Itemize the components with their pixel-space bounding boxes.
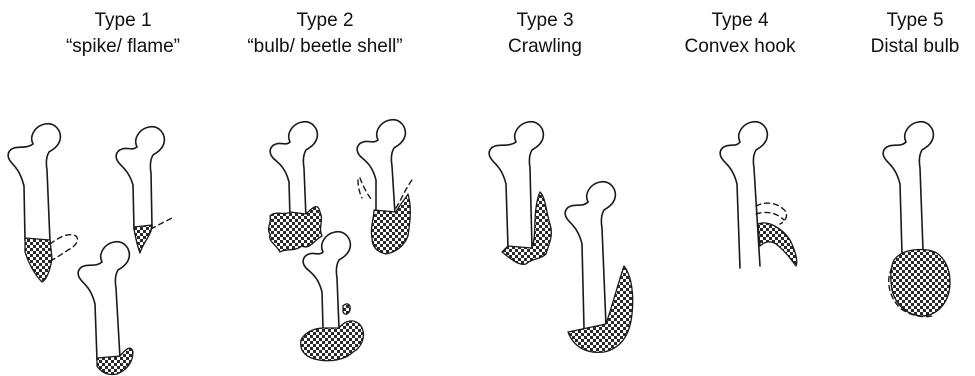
type-1-femur-b (116, 127, 174, 253)
type-4-femur (720, 122, 797, 268)
type-2-femur-b (357, 120, 412, 254)
type-5-femur (883, 122, 950, 317)
type-3-femur-b (565, 182, 633, 353)
type-2-femur-a (269, 122, 322, 252)
type-2-femur-c (301, 232, 364, 361)
type-1-femur-c (78, 242, 133, 375)
type-1-femur-a (8, 124, 77, 282)
type-3-femur-a (489, 122, 551, 265)
